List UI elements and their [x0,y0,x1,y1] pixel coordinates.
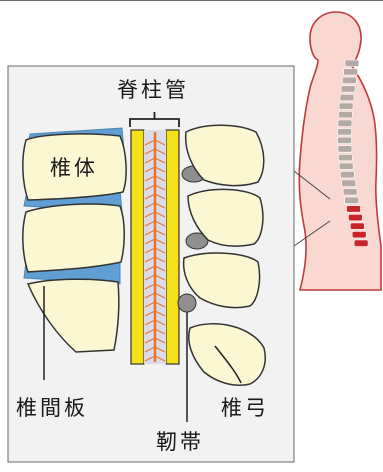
label-vertebral-body: 椎体 [50,158,98,179]
mini-vertebra-highlighted [354,240,368,247]
mini-vertebra [341,86,355,93]
mini-vertebra [342,180,356,187]
mini-vertebra-highlighted [350,223,364,230]
label-ligament: 靭帯 [156,432,204,453]
mini-vertebra [345,60,359,67]
mini-vertebra [340,94,354,101]
mini-vertebra [345,197,359,204]
ligament [178,294,196,312]
mini-vertebra [340,171,354,178]
canal-wall-right [166,130,179,364]
mini-vertebra-highlighted [348,214,362,221]
mini-vertebra [339,163,353,170]
canal-wall-left [131,130,144,364]
mini-vertebra [344,69,358,76]
mini-vertebra [342,77,356,84]
mini-vertebra [343,189,357,196]
mini-vertebra [338,111,352,118]
mini-vertebra [339,103,353,110]
spinal-canal [130,112,179,364]
label-spinal-canal: 脊柱管 [117,80,189,101]
mini-vertebra [338,129,352,136]
label-intervertebral-disc: 椎間板 [16,398,88,419]
vertebral-body [23,204,124,272]
mini-vertebra [338,137,352,144]
mini-vertebra [338,146,352,153]
mini-vertebra [338,154,352,161]
label-vertebral-arch: 椎弓 [221,398,269,419]
mini-vertebra [338,120,352,127]
mini-vertebra-highlighted [352,231,366,238]
body-silhouette [294,12,381,290]
mini-vertebra-highlighted [347,206,361,213]
